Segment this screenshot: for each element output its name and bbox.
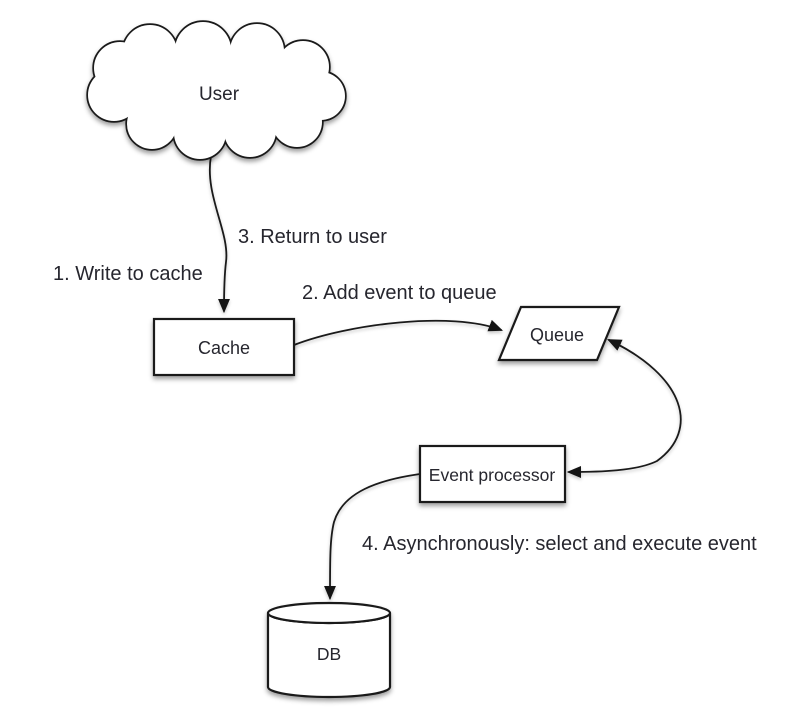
step4-label: 4. Asynchronously: select and execute ev…	[362, 533, 757, 555]
user-label: User	[199, 84, 240, 105]
step3-label: 3. Return to user	[238, 226, 387, 248]
event-processor-label: Event processor	[429, 465, 556, 485]
user-cloud	[86, 20, 347, 161]
queue-parallelogram	[497, 305, 621, 362]
queue-label: Queue	[530, 325, 584, 345]
event-processor-box	[418, 444, 567, 504]
edge-queue-event-processor	[566, 339, 682, 479]
cache-label: Cache	[198, 338, 250, 358]
cache-box	[152, 317, 296, 377]
step1-label: 1. Write to cache	[53, 263, 203, 285]
db-label: DB	[317, 644, 341, 664]
step2-label: 2. Add event to queue	[302, 282, 497, 304]
cloud-body	[88, 22, 345, 159]
db-cylinder-top	[266, 601, 392, 625]
edges-layer	[208, 155, 682, 601]
db-cylinder	[266, 601, 392, 699]
edge-cache-to-queue	[293, 319, 504, 346]
edge-user-to-cache	[208, 155, 231, 314]
edge-event-processor-to-db	[323, 473, 421, 601]
